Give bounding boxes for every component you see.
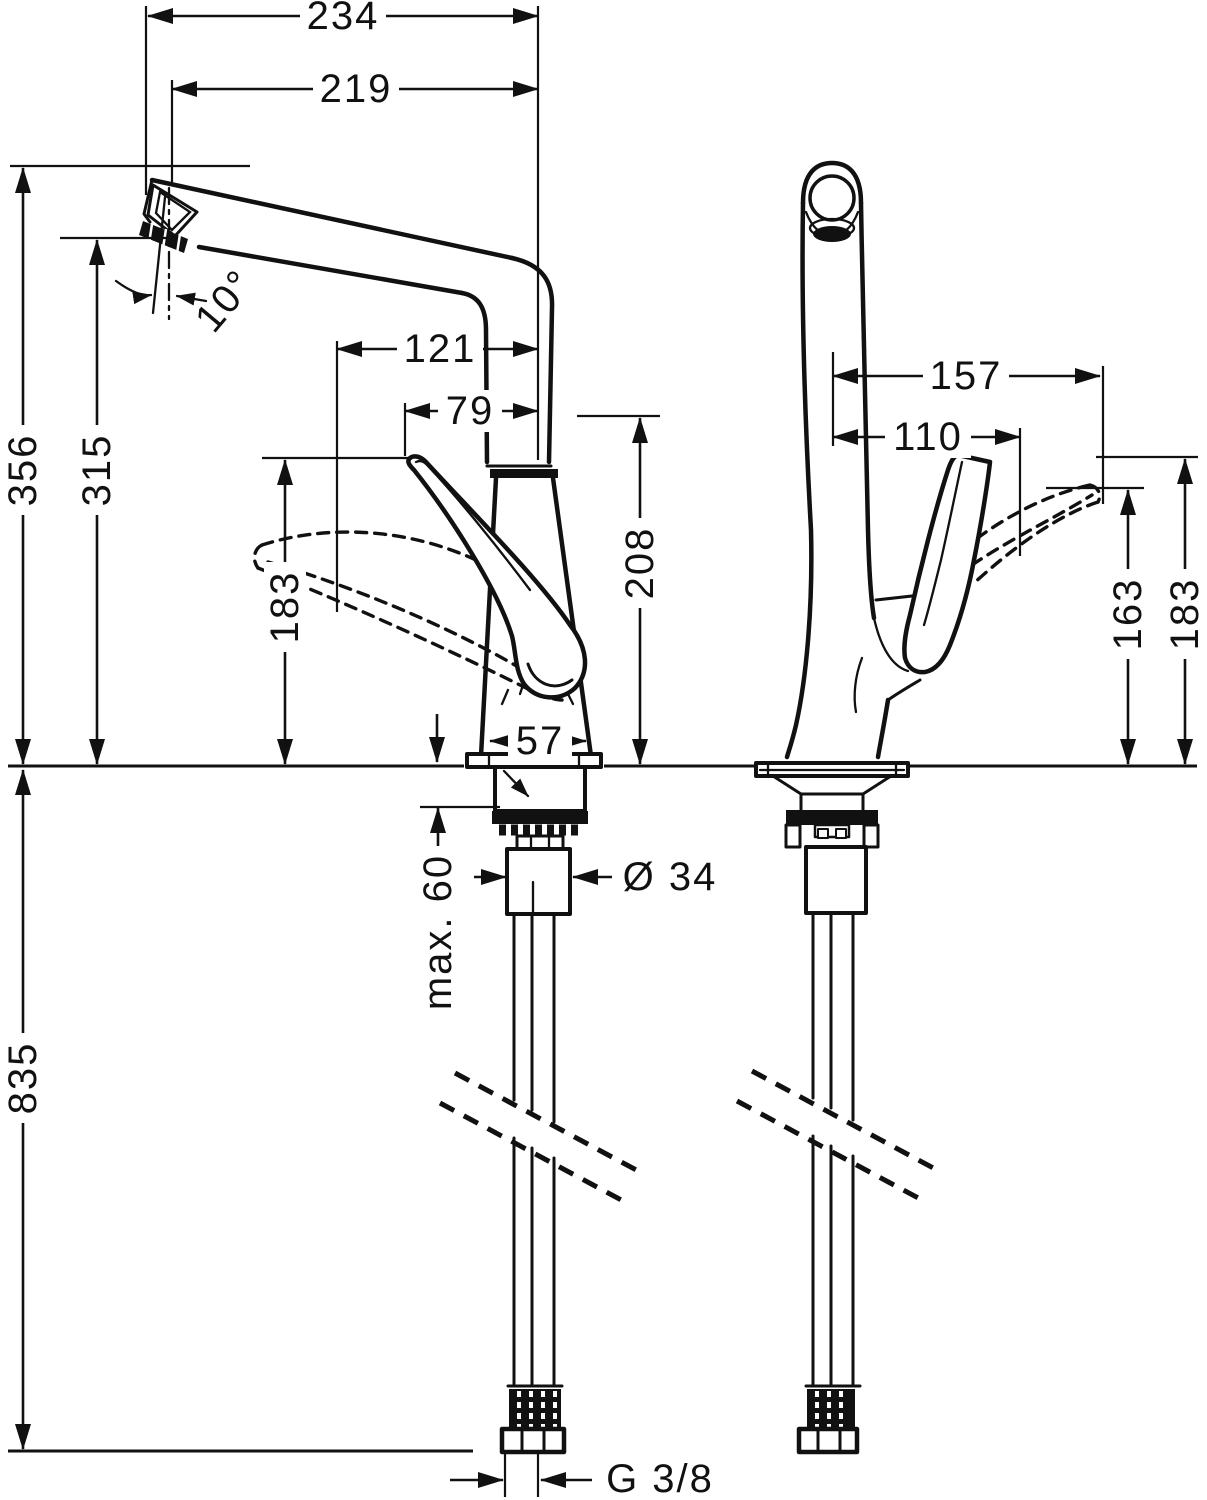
dim-label-spout-angle: 10° <box>187 261 263 340</box>
dimension-spout-height: 315 <box>60 236 168 765</box>
front-aerator <box>813 226 851 242</box>
dim-label-total-height: 356 <box>1 434 45 507</box>
dim-label-max-counter-thickness: max. 60 <box>416 854 460 1010</box>
dim-label-front-handle-reach: 157 <box>930 354 1003 398</box>
front-supply-hoses <box>735 911 939 1388</box>
hose-break-mark <box>735 1098 924 1203</box>
hose-break-mark <box>750 1068 939 1173</box>
dim-label-base-width: 57 <box>516 719 565 763</box>
front-body-right-lower <box>875 697 891 760</box>
dim-label-front-handle-height-open: 163 <box>1106 578 1150 651</box>
dimension-hose-length: 835 <box>1 769 473 1453</box>
dimension-handle-offset: 79 <box>403 389 539 456</box>
dim-label-overall-reach: 234 <box>307 0 380 38</box>
dimension-connection-thread: G 3/8 <box>450 1453 714 1500</box>
side-shank-assembly <box>492 765 588 916</box>
spout-front-curve <box>459 290 490 465</box>
dimension-base-width: 57 <box>489 719 587 763</box>
dim-label-handle-offset: 79 <box>446 389 495 433</box>
dim-label-spout-reach: 219 <box>320 67 393 111</box>
dimension-handle-tip-reach: 121 <box>335 327 539 612</box>
spout-bottom-edge <box>196 244 465 296</box>
side-view-faucet <box>139 177 642 1455</box>
front-handle-lever <box>886 452 993 702</box>
spout-back-curve <box>509 255 555 465</box>
dim-label-spout-pivot-height: 208 <box>618 527 662 600</box>
front-body-right-edge <box>858 200 877 621</box>
hose-break-mark <box>438 1100 627 1205</box>
dimension-front-handle-height: 183 <box>1096 455 1207 765</box>
dimension-handle-height-side: 183 <box>262 456 410 765</box>
dim-label-handle-tip-reach: 121 <box>404 327 477 371</box>
dim-label-shank-diameter: Ø 34 <box>623 855 718 899</box>
dimension-front-handle-reach-open: 110 <box>832 415 1022 556</box>
spout-top-edge <box>149 177 515 261</box>
dim-label-front-handle-reach-open: 110 <box>893 415 963 459</box>
side-supply-hoses <box>438 912 642 1388</box>
dimension-spout-reach: 219 <box>170 67 539 186</box>
dimension-total-height: 356 <box>1 164 250 765</box>
dim-label-hose-length: 835 <box>1 1042 45 1115</box>
front-hose-connector <box>796 1384 862 1455</box>
side-hose-connector <box>499 1384 567 1455</box>
swivel-joint-band <box>490 469 558 478</box>
dim-label-connection-thread: G 3/8 <box>606 1457 714 1500</box>
front-body-left-edge <box>784 200 814 760</box>
dim-label-spout-height: 315 <box>75 434 119 507</box>
dim-label-handle-height-side: 183 <box>263 571 307 644</box>
dimension-shank-diameter: Ø 34 <box>474 855 718 899</box>
front-spout-end <box>808 174 856 222</box>
dimension-overall-reach: 234 <box>144 0 540 460</box>
dimension-spout-pivot-height: 208 <box>577 414 662 765</box>
front-base-escutcheon <box>754 761 910 915</box>
dimension-front-handle-height-open: 163 <box>1046 486 1150 765</box>
dimension-max-counter-thickness: max. 60 <box>416 805 500 1018</box>
front-view-faucet <box>735 160 1102 1455</box>
dim-label-front-handle-height: 183 <box>1163 578 1207 651</box>
side-handle-lever <box>406 454 588 700</box>
hose-break-mark <box>453 1070 642 1175</box>
front-head-cap <box>800 160 864 206</box>
